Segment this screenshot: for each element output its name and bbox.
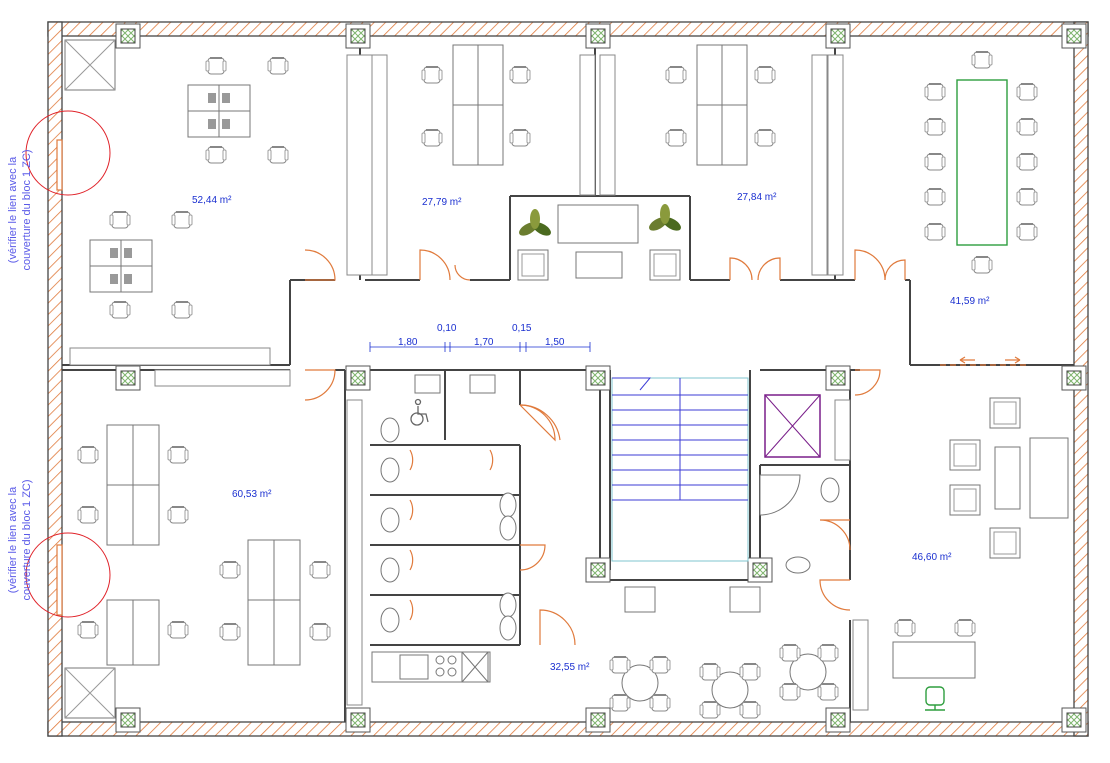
cafeteria-furniture [609, 586, 839, 719]
shaft-boxes [64, 39, 116, 719]
wc-fixtures [380, 374, 840, 641]
dimension-label: 1,80 [398, 337, 418, 348]
cabinets [69, 54, 869, 711]
meeting-room-furniture [924, 51, 1038, 274]
plant-icon [649, 204, 681, 231]
furniture-sw [77, 424, 331, 666]
room-area-label: 32,55 m² [550, 662, 590, 673]
stairs [611, 377, 749, 562]
lounge-furniture [892, 397, 1069, 711]
dimension-line [369, 342, 591, 352]
revision-note: (vérifier le lien avec la [7, 156, 19, 263]
room-area-label: 41,59 m² [950, 296, 990, 307]
furniture-n [421, 44, 776, 166]
plant-icon [519, 209, 551, 236]
revision-clouds [25, 110, 111, 618]
room-area-label: 46,60 m² [912, 552, 952, 563]
dimension-label: 0,15 [512, 323, 532, 334]
revision-note: (vérifier le lien avec la [7, 486, 19, 593]
room-area-label: 27,79 m² [422, 197, 462, 208]
outer-walls [47, 21, 1089, 737]
dimension-label: 1,70 [474, 337, 494, 348]
wheelchair-icon [410, 398, 429, 426]
room-area-label: 27,84 m² [737, 192, 777, 203]
office-chair-icon [925, 686, 945, 711]
revision-note: couverture du bloc 1 ZC) [21, 479, 33, 600]
room-area-label: 60,53 m² [232, 489, 272, 500]
dimension-label: 1,50 [545, 337, 565, 348]
room-area-label: 52,44 m² [192, 195, 232, 206]
revision-note: couverture du bloc 1 ZC) [21, 149, 33, 270]
dimension-label: 0,10 [437, 323, 457, 334]
kitchenette [371, 651, 491, 683]
lobby-furniture [517, 204, 681, 281]
furniture-nw [89, 57, 289, 319]
doors [304, 249, 1030, 646]
